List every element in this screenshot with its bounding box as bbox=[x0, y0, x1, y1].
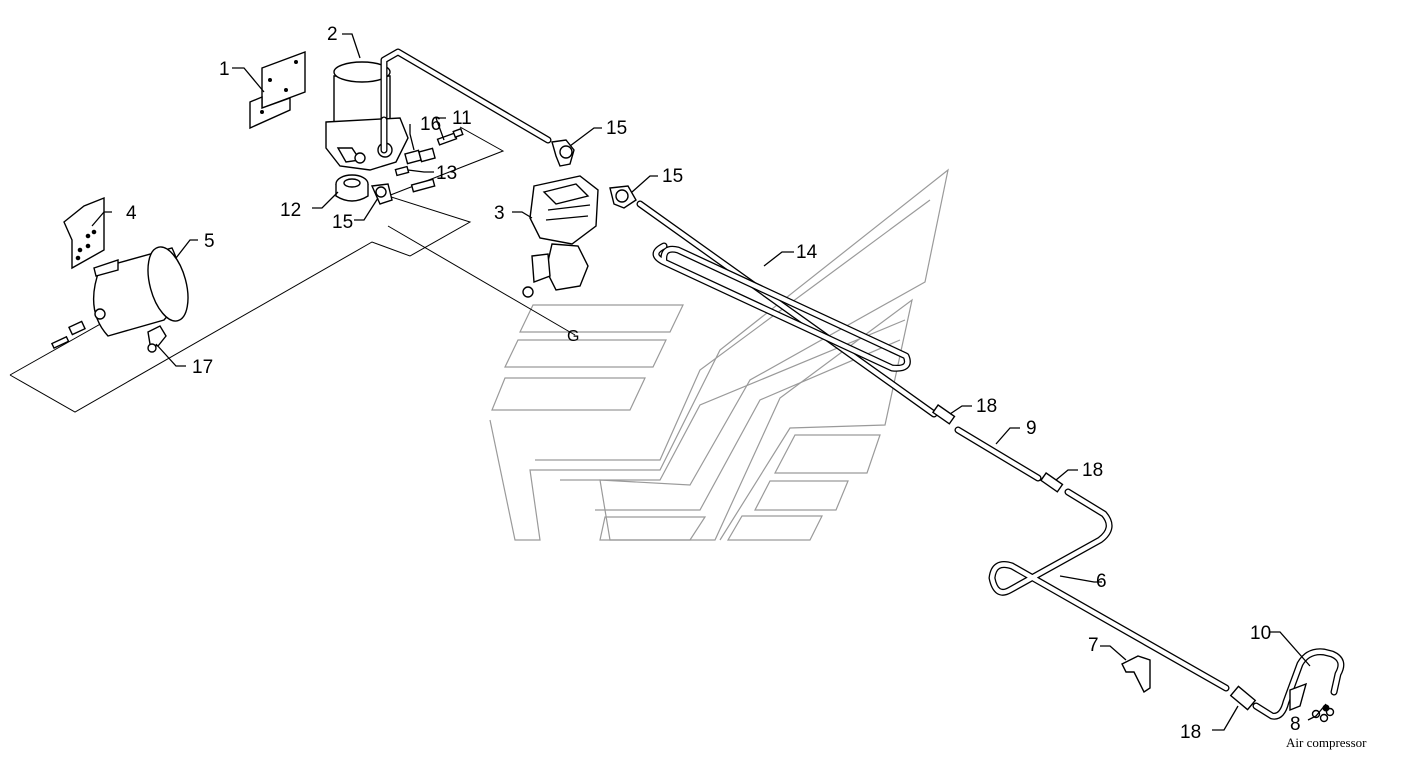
label-18-c: 18 bbox=[1180, 722, 1201, 743]
label-15-right: 15 bbox=[662, 166, 683, 187]
label-7: 7 bbox=[1088, 635, 1099, 656]
part-18-coupling-1 bbox=[931, 404, 956, 425]
part-5-air-tank bbox=[92, 246, 189, 337]
part-4-bracket bbox=[63, 196, 105, 270]
label-12: 12 bbox=[280, 200, 301, 221]
fitting-15-right bbox=[609, 185, 637, 209]
part-11-fitting bbox=[436, 127, 464, 146]
label-8: 8 bbox=[1290, 714, 1301, 735]
part-17-fitting bbox=[147, 325, 167, 353]
part-18-coupling-3 bbox=[1229, 685, 1257, 711]
label-2: 2 bbox=[327, 24, 338, 45]
tank-drain-fitting bbox=[50, 320, 86, 350]
pipe-dryer-outlet bbox=[380, 48, 552, 154]
label-3: 3 bbox=[494, 203, 505, 224]
leader-lines bbox=[91, 33, 1327, 731]
callout-labels: 1 2 3 4 5 6 7 8 9 10 11 12 13 14 15 15 1… bbox=[126, 24, 1367, 750]
part-3-valve bbox=[522, 175, 599, 298]
air-compressor-caption: Air compressor bbox=[1286, 735, 1367, 750]
label-18-b: 18 bbox=[1082, 460, 1103, 481]
fitting-15-lower bbox=[370, 183, 393, 205]
part-14-pipe bbox=[636, 200, 938, 418]
label-17: 17 bbox=[192, 357, 213, 378]
label-5: 5 bbox=[204, 231, 215, 252]
label-11: 11 bbox=[452, 108, 472, 129]
label-16: 16 bbox=[420, 114, 441, 135]
label-14: 14 bbox=[796, 242, 818, 263]
label-g: G bbox=[567, 328, 579, 345]
label-13: 13 bbox=[436, 163, 457, 184]
part-6-pipe bbox=[988, 488, 1230, 692]
label-9: 9 bbox=[1026, 418, 1037, 439]
part-12-filter bbox=[335, 174, 369, 202]
part-13-fitting bbox=[394, 165, 436, 193]
part-2-air-dryer bbox=[325, 61, 409, 171]
label-10: 10 bbox=[1250, 623, 1271, 644]
watermark-logo bbox=[489, 168, 949, 541]
part-1-bracket bbox=[249, 50, 306, 130]
label-4: 4 bbox=[126, 203, 137, 224]
fitting-15-upper bbox=[551, 139, 575, 167]
part-18-coupling-2 bbox=[1039, 472, 1064, 493]
part-9-pipe bbox=[954, 426, 1042, 482]
part-10-pipe bbox=[1252, 648, 1345, 720]
label-6: 6 bbox=[1096, 571, 1107, 592]
label-1: 1 bbox=[219, 59, 230, 80]
label-18-a: 18 bbox=[976, 396, 997, 417]
part-16-fitting bbox=[404, 147, 436, 165]
label-15-lower: 15 bbox=[332, 212, 353, 233]
part-7-bracket bbox=[1121, 655, 1151, 694]
part-8-bracket bbox=[1289, 682, 1335, 723]
label-15-upper: 15 bbox=[606, 118, 627, 139]
